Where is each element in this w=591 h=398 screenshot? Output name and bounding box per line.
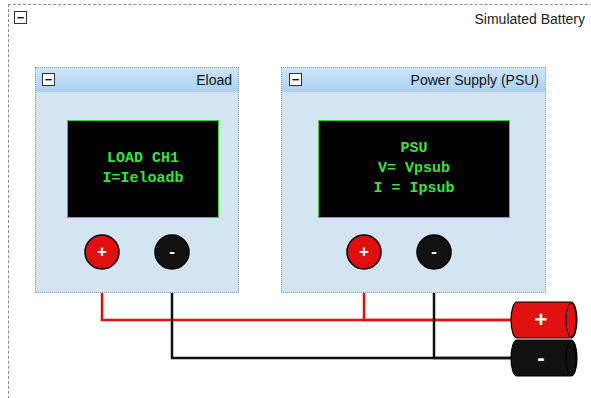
terminal-circle: + [346, 234, 382, 270]
box-title: Simulated Battery [9, 5, 591, 27]
battery-terminal: + [511, 301, 577, 339]
polarity-sign: + [359, 242, 369, 262]
collapse-toggle: − [289, 73, 302, 86]
display-line: I=Ieloadb [102, 169, 183, 189]
terminal-circle: - [154, 234, 190, 270]
lcd-display: PSUV= VpsubI = Ipsub [318, 120, 510, 218]
terminal-circle: + [84, 234, 120, 270]
toggle-sign: − [45, 74, 53, 85]
polarity-sign: + [97, 242, 107, 262]
instrument-panel: Power Supply (PSU)− PSUV= VpsubI = Ipsub +… [281, 67, 546, 293]
group-box: Simulated Battery−Eload−LOAD CH1I=Ieload… [8, 4, 591, 398]
polarity-sign: + [535, 307, 548, 333]
display-line: V= Vpsub [378, 159, 450, 179]
box-title: Eload [36, 68, 238, 92]
polarity-sign: - [431, 242, 437, 262]
lcd-display: LOAD CH1I=Ieloadb [67, 120, 219, 218]
display-line: PSU [400, 139, 427, 159]
instrument-panel: Eload− LOAD CH1I=Ieloadb + - [35, 67, 239, 293]
battery-terminal: - [511, 339, 577, 377]
terminal-circle: - [416, 234, 452, 270]
box-title: Power Supply (PSU) [282, 68, 545, 92]
collapse-toggle: − [42, 73, 55, 86]
polarity-sign: - [537, 345, 544, 371]
toggle-sign: − [292, 74, 300, 85]
collapse-toggle: − [14, 11, 27, 24]
display-line: LOAD CH1 [107, 149, 179, 169]
display-line: I = Ipsub [373, 179, 454, 199]
toggle-sign: − [17, 12, 25, 23]
polarity-sign: - [169, 242, 175, 262]
